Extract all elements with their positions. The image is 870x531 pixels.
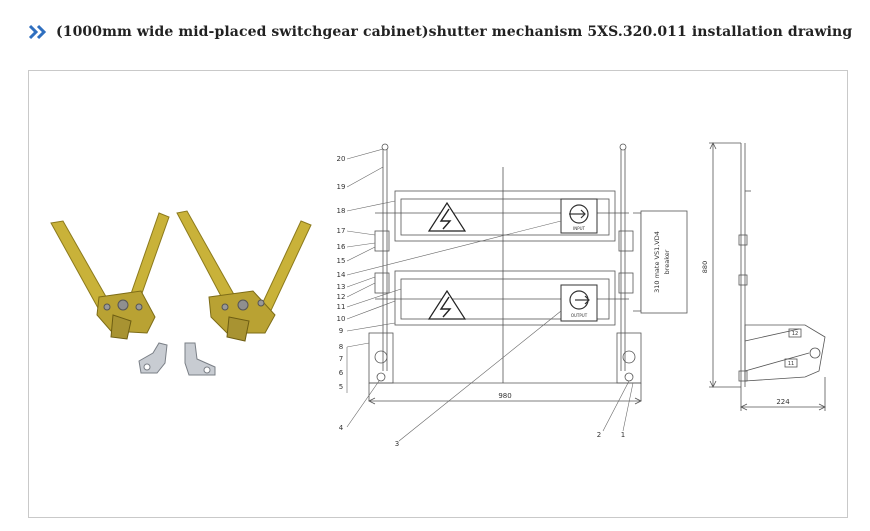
callout-4: 4 [339, 424, 344, 432]
callout-1: 1 [621, 431, 625, 439]
page-title: (1000mm wide mid-placed switchgear cabin… [56, 24, 853, 40]
lightning-hazard-icon [427, 201, 467, 232]
input-symbol-box: INPUT [560, 198, 598, 234]
installation-drawing: INPUT OUTPUT 310 mate VS1,VD4 breaker 98… [50, 142, 826, 448]
callout-20: 20 [337, 155, 346, 163]
side-part-label-b: 11 [788, 361, 794, 367]
drawing-panel: INPUT OUTPUT 310 mate VS1,VD4 breaker 98… [28, 70, 848, 518]
callout-16: 16 [337, 243, 346, 251]
callout-11: 11 [337, 303, 346, 311]
output-label: OUTPUT [571, 313, 588, 318]
callout-2: 2 [597, 431, 601, 439]
callout-10: 10 [337, 315, 346, 323]
callout-3: 3 [395, 440, 399, 448]
input-label: INPUT [573, 226, 586, 231]
callout-9: 9 [339, 327, 343, 335]
callout-12: 12 [337, 293, 346, 301]
page-header: (1000mm wide mid-placed switchgear cabin… [28, 20, 852, 44]
side-part-label-a: 12 [792, 331, 798, 337]
breaker-note-line1: 310 mate VS1,VD4 [653, 231, 661, 293]
side-width-dimension-label: 224 [776, 398, 790, 406]
output-symbol-box: OUTPUT [560, 284, 598, 322]
breaker-note-line2: breaker [663, 249, 671, 274]
callout-8: 8 [339, 343, 343, 351]
callout-leaders [346, 148, 634, 442]
breaker-note: 310 mate VS1,VD4 breaker [633, 210, 688, 314]
callout-5: 5 [339, 383, 343, 391]
callout-13: 13 [337, 283, 346, 291]
side-elevation [709, 142, 826, 411]
callout-18: 18 [337, 207, 346, 215]
callout-14: 14 [337, 271, 346, 279]
double-chevron-right-icon [28, 24, 47, 40]
shutter-mechanism-photo [50, 210, 312, 376]
callout-15: 15 [337, 257, 346, 265]
width-dimension-label: 980 [498, 392, 511, 400]
callout-numbers: 20 19 18 17 16 15 14 13 12 11 10 9 8 7 6… [337, 155, 626, 448]
height-dimension-label: 880 [701, 261, 709, 273]
callout-7: 7 [339, 355, 343, 363]
lightning-hazard-icon [427, 289, 467, 320]
callout-17: 17 [337, 227, 346, 235]
front-elevation [368, 143, 642, 405]
callout-19: 19 [337, 183, 346, 191]
callout-6: 6 [339, 369, 344, 377]
